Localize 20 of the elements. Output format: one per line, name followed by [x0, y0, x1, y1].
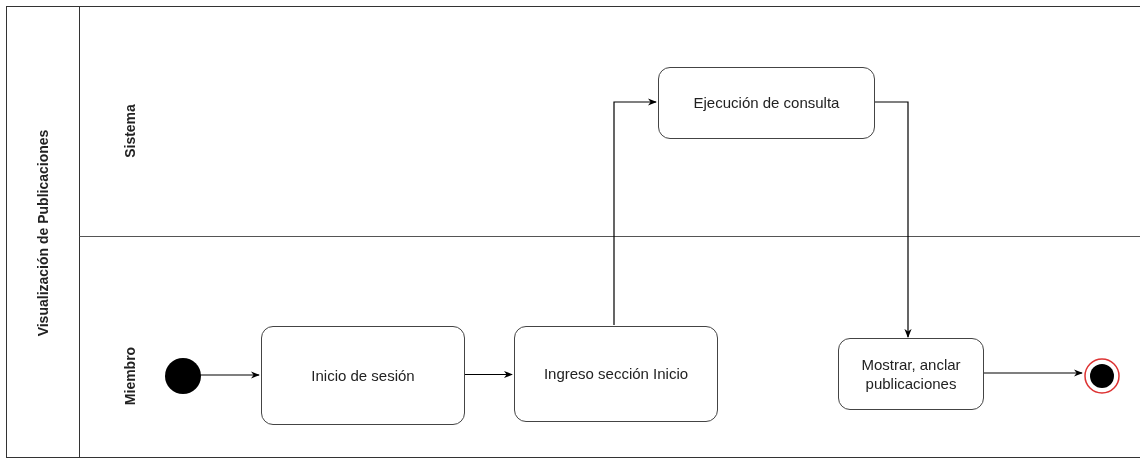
- activity-box: [658, 67, 875, 139]
- arrow: [613, 98, 657, 326]
- activity-box: [514, 326, 718, 422]
- activity-label: Mostrar, anclar publicaciones: [860, 354, 962, 394]
- activity-label: Ejecución de consulta: [693, 93, 840, 113]
- pool-title: Visualización de Publicaciones: [35, 129, 51, 337]
- swimlane-pool: [6, 6, 1140, 458]
- activity-label: Inicio de sesión: [311, 365, 415, 386]
- lane-title: Miembro: [122, 346, 138, 406]
- arrow: [462, 370, 513, 379]
- arrow: [872, 101, 912, 338]
- activity-box: [838, 338, 984, 410]
- activity-box: [261, 326, 465, 425]
- arrow: [981, 369, 1083, 377]
- arrow: [198, 371, 260, 379]
- start-node: [165, 358, 201, 394]
- activity-label: Ingreso sección Inicio: [543, 364, 689, 384]
- lane-title: Sistema: [122, 104, 138, 158]
- end-node: [1084, 358, 1120, 394]
- swimlane-lane: [79, 7, 1140, 237]
